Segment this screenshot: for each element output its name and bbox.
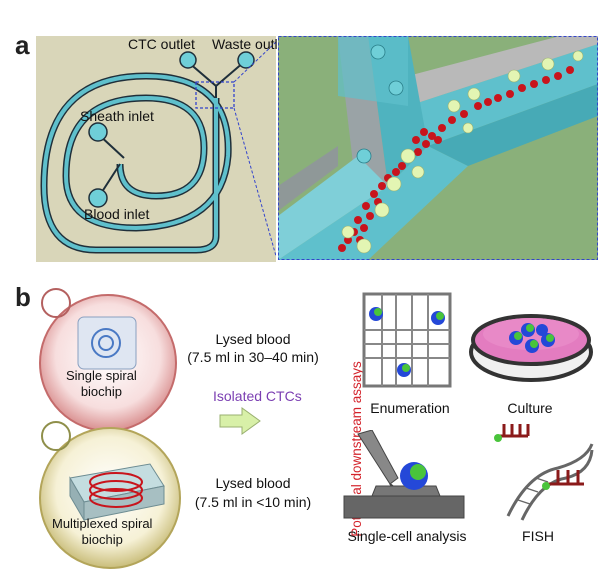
enumeration-label: Enumeration xyxy=(370,400,450,416)
right-arrow-icon xyxy=(219,407,261,435)
culture-label: Culture xyxy=(507,400,553,416)
multiplexed-chip-label: Multiplexed spiral biochip xyxy=(52,516,153,547)
fish-dna-icon xyxy=(494,424,594,521)
zoomed-channel-view xyxy=(278,36,598,260)
single-cell-analysis-icon xyxy=(343,430,465,519)
lysed-blood-2-line2: (7.5 ml in <10 min) xyxy=(194,494,312,510)
lysed-blood-1-line2: (7.5 ml in 30–40 min) xyxy=(187,349,319,365)
sheath-inlet-label: Sheath inlet xyxy=(80,108,154,124)
enumeration-grid xyxy=(362,292,452,388)
panel-a-letter: a xyxy=(15,30,30,60)
single-chip-bubble xyxy=(39,288,177,432)
single-chip-label: Single spiral biochip xyxy=(66,368,137,399)
lysed-blood-2-line1: Lysed blood xyxy=(215,475,291,491)
spiral-schematic xyxy=(36,36,276,262)
lysed-blood-1-line1: Lysed blood xyxy=(215,331,291,347)
blood-inlet-label: Blood inlet xyxy=(84,206,150,222)
ctc-outlet-label: CTC outlet xyxy=(128,36,195,52)
panel-b-letter: b xyxy=(15,282,31,312)
culture-dish xyxy=(469,314,593,382)
isolated-ctcs-label: Isolated CTCs xyxy=(213,388,302,404)
multiplexed-chip-bubble xyxy=(39,421,181,569)
single-cell-analysis-label: Single-cell analysis xyxy=(347,528,467,544)
fish-label: FISH xyxy=(522,528,554,544)
waste-outlet-label: Waste outlet xyxy=(212,36,290,52)
